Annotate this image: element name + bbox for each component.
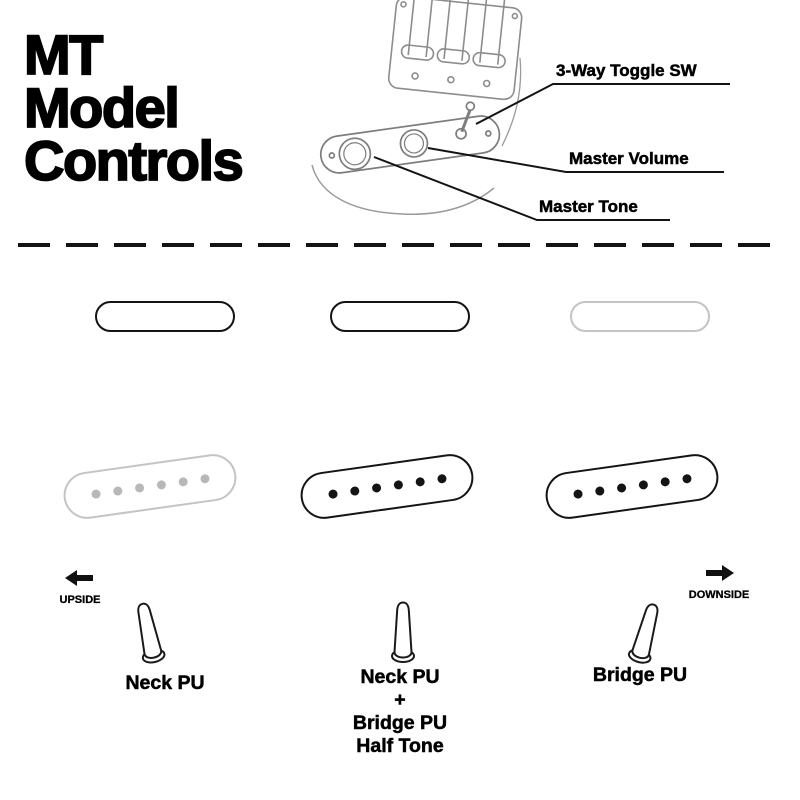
- pole-piece-dot: [199, 473, 210, 484]
- pole-piece-dot: [177, 476, 188, 487]
- callout-line-toggle: [475, 83, 730, 125]
- pole-piece-dot: [327, 489, 338, 500]
- control-plate-illustration: [319, 101, 501, 174]
- callout-line-tone: [373, 156, 670, 221]
- body-edge-line-right: [501, 57, 522, 147]
- pole-piece-dot: [371, 482, 382, 494]
- callout-master-volume-label: Master Volume: [569, 149, 689, 169]
- downside-label: DOWNSIDE: [688, 589, 750, 601]
- plate-screw-icon: [484, 130, 492, 137]
- dashed-divider: [18, 243, 782, 247]
- body-edge-line: [311, 164, 495, 216]
- pole-piece-dot: [349, 486, 360, 497]
- upside-label: UPSIDE: [59, 594, 101, 606]
- guitar-controls-illustration: [311, 0, 730, 221]
- pole-piece-dot: [572, 489, 583, 500]
- title-line-1: MT: [23, 23, 104, 86]
- pole-piece-dot: [155, 479, 166, 491]
- position-label-neck: Neck PU: [125, 672, 205, 695]
- neck-pickup-position-1: [95, 301, 235, 332]
- position-label-bridge: Bridge PU: [592, 664, 688, 687]
- selector-lever-icon-upside: [125, 598, 173, 675]
- strings-icon: [407, 0, 507, 65]
- position-label-neck-bridge-half-tone: Neck PU + Bridge PU Half Tone: [352, 666, 448, 758]
- master-volume-knob-icon: [338, 137, 372, 171]
- pole-piece-dot: [392, 479, 403, 491]
- pole-piece-dot: [616, 482, 627, 494]
- pole-piece-dot: [681, 473, 692, 484]
- bridge-illustration: [387, 0, 523, 101]
- pole-piece-dot: [436, 473, 447, 484]
- upside-arrow-icon: [65, 570, 93, 586]
- pole-piece-dot: [637, 479, 648, 491]
- bridge-pickup-position-2: [297, 451, 477, 522]
- bridge-pickup-position-1: [60, 451, 240, 522]
- neck-pickup-position-3: [570, 301, 710, 332]
- downside-direction: DOWNSIDE: [684, 565, 754, 601]
- bridge-pickup-position-3: [542, 451, 722, 522]
- callout-master-tone-label: Master Tone: [539, 197, 638, 217]
- callout-lines: [373, 83, 730, 221]
- pole-piece-dot: [112, 486, 123, 497]
- downside-arrow-icon: [706, 565, 734, 581]
- selector-lever-icon-middle: [386, 600, 420, 671]
- toggle-switch-icon: [455, 101, 476, 140]
- pole-piece-dot: [659, 476, 670, 487]
- callout-toggle-switch-label: 3-Way Toggle SW: [556, 61, 697, 81]
- page-title: MT Model Controls: [23, 23, 245, 192]
- neck-pickup-position-2: [330, 301, 470, 332]
- master-tone-knob-icon: [399, 129, 429, 158]
- title-line-3: Controls: [23, 129, 245, 192]
- pole-piece-dot: [594, 486, 605, 497]
- pole-piece-dot: [414, 476, 425, 487]
- title-line-2: Model: [23, 76, 181, 139]
- pole-piece-dot: [90, 489, 101, 500]
- plate-screw-icon: [328, 152, 336, 159]
- callout-line-volume: [427, 147, 724, 173]
- pole-piece-dot: [134, 482, 145, 494]
- selector-lever-icon-downside: [619, 598, 670, 675]
- upside-direction: UPSIDE: [50, 570, 110, 606]
